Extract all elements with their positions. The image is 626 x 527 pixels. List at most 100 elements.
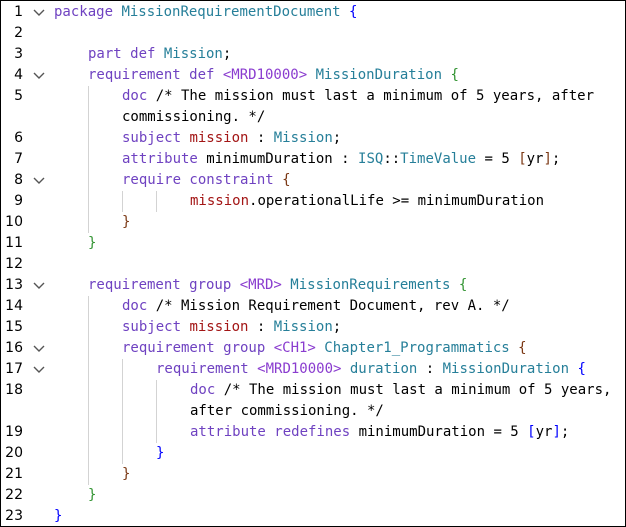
fold-chevron-icon[interactable] bbox=[33, 8, 45, 18]
code-token: = 5 bbox=[476, 151, 519, 167]
code-line[interactable]: 12 bbox=[1, 254, 625, 275]
code-token: /* The mission must last a minimum of 5 … bbox=[155, 88, 595, 104]
code-token: package bbox=[54, 4, 122, 20]
code-token: doc bbox=[190, 382, 224, 398]
code-token: TimeValue bbox=[400, 151, 477, 167]
code-line[interactable]: 22} bbox=[1, 485, 625, 506]
code-text: require constraint { bbox=[122, 170, 291, 191]
code-token: requirement def bbox=[88, 67, 223, 83]
code-text: } bbox=[122, 212, 130, 233]
code-text: subject mission : Mission; bbox=[122, 317, 341, 338]
line-number: 10 bbox=[5, 214, 23, 230]
code-line[interactable]: 23} bbox=[1, 506, 625, 526]
indent-guide bbox=[122, 359, 123, 380]
code-token: ; bbox=[332, 130, 342, 146]
indent-guide bbox=[88, 86, 89, 107]
code-token: attribute bbox=[122, 151, 207, 167]
code-token: } bbox=[122, 466, 131, 482]
code-token: /* The mission must last a minimum of 5 … bbox=[223, 382, 612, 398]
fold-chevron-icon[interactable] bbox=[33, 281, 45, 291]
code-line[interactable]: 5 doc /* The mission must last a minimum … bbox=[1, 86, 625, 107]
code-line[interactable]: after commissioning. */ bbox=[1, 401, 625, 422]
code-line[interactable]: commissioning. */ bbox=[1, 107, 625, 128]
fold-chevron-icon[interactable] bbox=[33, 71, 45, 81]
code-token: ] bbox=[552, 424, 561, 440]
line-number: 15 bbox=[5, 319, 23, 335]
indent-guide bbox=[156, 380, 157, 401]
line-number: 4 bbox=[14, 67, 23, 83]
code-token: subject bbox=[122, 319, 190, 335]
code-line[interactable]: 21} bbox=[1, 464, 625, 485]
code-token: Mission bbox=[273, 130, 333, 146]
code-text: doc /* The mission must last a minimum o… bbox=[190, 380, 611, 401]
line-number: 1 bbox=[14, 4, 23, 20]
code-text: } bbox=[88, 485, 96, 506]
code-token: mission bbox=[189, 319, 249, 335]
fold-chevron-icon[interactable] bbox=[33, 176, 45, 186]
indent-guide bbox=[122, 380, 123, 401]
code-text: attribute minimumDuration : ISQ::TimeVal… bbox=[122, 149, 560, 170]
code-token: : bbox=[248, 319, 274, 335]
code-token: { bbox=[518, 340, 527, 356]
indent-guide bbox=[88, 380, 89, 401]
code-text: } bbox=[88, 233, 96, 254]
indent-guide bbox=[88, 107, 89, 128]
code-token: commissioning. */ bbox=[122, 109, 266, 125]
line-number: 5 bbox=[14, 88, 23, 104]
code-text: } bbox=[122, 464, 130, 485]
line-number: 12 bbox=[5, 256, 23, 272]
code-token: [ bbox=[518, 151, 527, 167]
indent-guide bbox=[122, 401, 123, 422]
code-token: doc bbox=[122, 88, 156, 104]
indent-guide bbox=[88, 464, 89, 485]
code-token: { bbox=[349, 4, 358, 20]
fold-chevron-icon[interactable] bbox=[33, 365, 45, 375]
indent-guide bbox=[156, 191, 157, 212]
code-line[interactable]: 15 subject mission : Mission; bbox=[1, 317, 625, 338]
code-token: } bbox=[88, 487, 97, 503]
code-token: : bbox=[248, 130, 274, 146]
line-number: 9 bbox=[14, 193, 23, 209]
code-token: subject bbox=[122, 130, 190, 146]
code-token: requirement group bbox=[88, 277, 240, 293]
code-line[interactable]: 1 package MissionRequirementDocument { bbox=[1, 2, 625, 23]
line-number: 7 bbox=[14, 151, 23, 167]
code-token: ] bbox=[543, 151, 552, 167]
indent-guide bbox=[88, 401, 89, 422]
code-line[interactable]: 7 attribute minimumDuration : ISQ::TimeVa… bbox=[1, 149, 625, 170]
indent-guide bbox=[88, 422, 89, 443]
fold-chevron-icon[interactable] bbox=[33, 344, 45, 354]
code-token: <MRD10000> bbox=[222, 67, 308, 83]
line-number: 14 bbox=[5, 298, 23, 314]
code-text: requirement <MRD10000> duration : Missio… bbox=[156, 359, 586, 380]
line-number: 21 bbox=[5, 466, 23, 482]
code-token: Chapter1_Programmatics bbox=[315, 340, 519, 356]
code-line[interactable]: 11} bbox=[1, 233, 625, 254]
code-token: yr bbox=[526, 151, 544, 167]
code-line[interactable]: 2 bbox=[1, 23, 625, 44]
code-line[interactable]: 20} bbox=[1, 443, 625, 464]
code-token: } bbox=[88, 235, 97, 251]
code-token: part def bbox=[88, 46, 164, 62]
code-token: ISQ bbox=[358, 151, 384, 167]
code-token: MissionRequirementDocument bbox=[121, 4, 341, 20]
code-token: requirement group bbox=[122, 340, 274, 356]
code-token: /* Mission Requirement Document, rev A. … bbox=[155, 298, 510, 314]
code-token: Mission bbox=[163, 46, 223, 62]
indent-guide bbox=[122, 191, 123, 212]
code-line[interactable]: 10} bbox=[1, 212, 625, 233]
code-token: <MRD10000> bbox=[257, 361, 342, 377]
code-token: minimumDuration : bbox=[206, 151, 359, 167]
